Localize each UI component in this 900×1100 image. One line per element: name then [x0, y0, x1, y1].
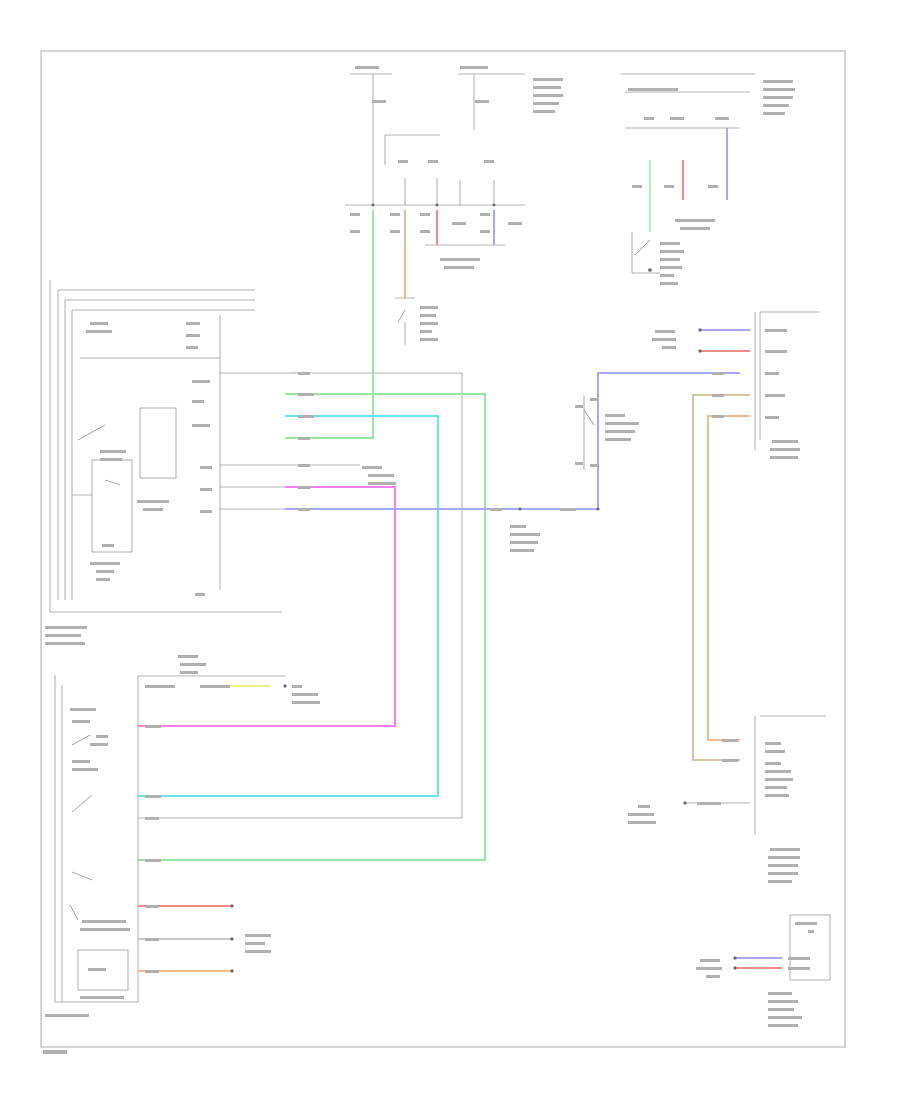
module-bottom-right-small	[789, 914, 831, 981]
connector-dots	[230, 203, 737, 973]
control-module-left	[49, 280, 282, 613]
wire-green-fuse	[285, 210, 374, 439]
wire-cyan	[138, 415, 439, 797]
module-right-bottom	[685, 715, 826, 835]
wire-right-tan	[692, 394, 750, 761]
wire-magenta	[138, 486, 396, 727]
footer-code-mark	[43, 1050, 67, 1054]
switch-assembly-left	[54, 675, 462, 1003]
module-right-bottom-labels	[628, 739, 800, 883]
diagram-border	[40, 50, 846, 1048]
fuse-labels-top	[350, 66, 563, 269]
module-right-labels	[652, 329, 800, 459]
switch-assembly-labels	[45, 626, 320, 1017]
module-bottom-right-labels	[696, 922, 817, 1027]
fuse-box-area	[345, 73, 525, 246]
module-output-lines	[220, 372, 463, 818]
wire-right-orange	[707, 415, 750, 741]
switch-blue-branch	[583, 395, 595, 470]
connector-labels	[298, 372, 576, 552]
switch-blue-labels	[575, 398, 639, 467]
wire-blue-main	[285, 372, 740, 510]
sensor-labels	[628, 80, 795, 285]
module-right	[754, 311, 820, 450]
sensor-top-right	[620, 73, 755, 274]
switch-ground-center	[395, 297, 415, 345]
module-labels	[86, 322, 212, 596]
ground-switch-labels	[420, 306, 438, 341]
wire-green-main	[138, 393, 486, 861]
